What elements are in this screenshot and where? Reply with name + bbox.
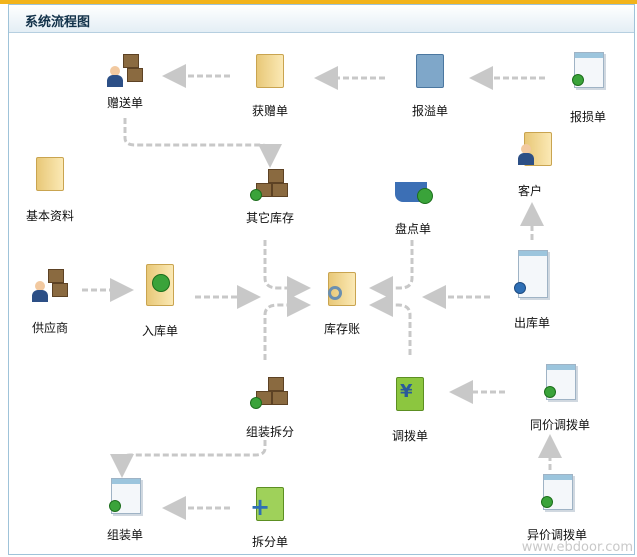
node-label: 拆分单 — [251, 535, 288, 549]
node-baoyi[interactable]: 报溢单 — [385, 50, 475, 119]
node-diaobo[interactable]: ¥ 调拨单 — [365, 373, 455, 444]
boxes-icon — [250, 165, 290, 205]
node-label: 异价调拨单 — [526, 528, 587, 542]
document-icon — [568, 50, 608, 90]
node-qita[interactable]: 其它库存 — [225, 165, 315, 226]
folder-icon — [250, 50, 290, 90]
page-title: 系统流程图 — [25, 15, 91, 30]
watermark: www.ebdoor.com — [521, 540, 633, 555]
node-label: 同价调拨单 — [529, 418, 590, 432]
arrow-zengsong-qita — [123, 118, 282, 168]
node-label: 其它库存 — [245, 211, 294, 225]
arrow-zuzhuang-kucun — [263, 293, 311, 360]
node-label: 基本资料 — [25, 209, 74, 223]
node-label: 入库单 — [141, 324, 178, 338]
folder-refresh-icon — [140, 260, 180, 308]
node-label: 赠送单 — [106, 96, 143, 110]
boxes-icon — [250, 373, 290, 413]
node-tongjia[interactable]: 同价调拨单 — [515, 362, 605, 433]
node-huozeng[interactable]: 获赠单 — [225, 50, 315, 119]
document-icon — [537, 472, 577, 512]
folder-icon — [30, 153, 70, 193]
arrow-qita-kucun — [263, 240, 311, 300]
document-icon — [105, 476, 145, 516]
yen-folder-icon: ¥ — [390, 373, 430, 413]
node-label: 报溢单 — [411, 104, 448, 118]
node-chuku[interactable]: 出库单 — [487, 248, 577, 331]
node-jiben[interactable]: 基本资料 — [5, 153, 95, 224]
basket-check-icon — [393, 168, 433, 208]
node-baosun[interactable]: 报损单 — [543, 50, 633, 125]
node-label: 客户 — [517, 184, 542, 198]
document-arrow-icon — [410, 50, 450, 90]
node-label: 获赠单 — [251, 104, 288, 118]
node-label: 组装单 — [106, 528, 143, 542]
document-icon — [512, 248, 552, 300]
node-zuzhuang[interactable]: 组装单 — [80, 476, 170, 543]
node-label: 库存账 — [323, 322, 360, 336]
person-folder-icon — [510, 128, 552, 168]
node-zuzhuangchaifen[interactable]: 组装拆分 — [225, 373, 315, 440]
node-zengsong[interactable]: 赠送单 — [80, 50, 170, 111]
document-icon — [540, 362, 580, 402]
node-label: 组装拆分 — [245, 425, 294, 439]
node-pandian[interactable]: 盘点单 — [368, 168, 458, 237]
node-yijia[interactable]: 异价调拨单 — [512, 472, 602, 543]
top-accent-bar — [0, 0, 637, 4]
node-gongying[interactable]: 供应商 — [5, 265, 95, 336]
node-kehu[interactable]: 客户 — [485, 128, 575, 199]
node-label: 报损单 — [569, 110, 606, 124]
panel-header: 系统流程图 — [9, 5, 634, 33]
node-kucun[interactable]: 库存账 — [297, 268, 387, 337]
node-label: 供应商 — [31, 321, 68, 335]
person-boxes-icon — [30, 265, 70, 305]
node-label: 出库单 — [513, 316, 550, 330]
arrow-pandian-kucun — [369, 240, 414, 300]
folder-search-icon — [322, 268, 362, 308]
node-label: 调拨单 — [391, 429, 428, 443]
arrow-zuzhuangchaifen-zuzhuang — [110, 440, 267, 478]
arrow-diaobo-kucun — [369, 293, 412, 355]
node-chaifen[interactable]: + 拆分单 — [225, 483, 315, 550]
node-label: 盘点单 — [394, 222, 431, 236]
node-ruku[interactable]: 入库单 — [115, 260, 205, 339]
person-boxes-icon — [105, 50, 145, 90]
plus-folder-icon: + — [250, 483, 290, 523]
